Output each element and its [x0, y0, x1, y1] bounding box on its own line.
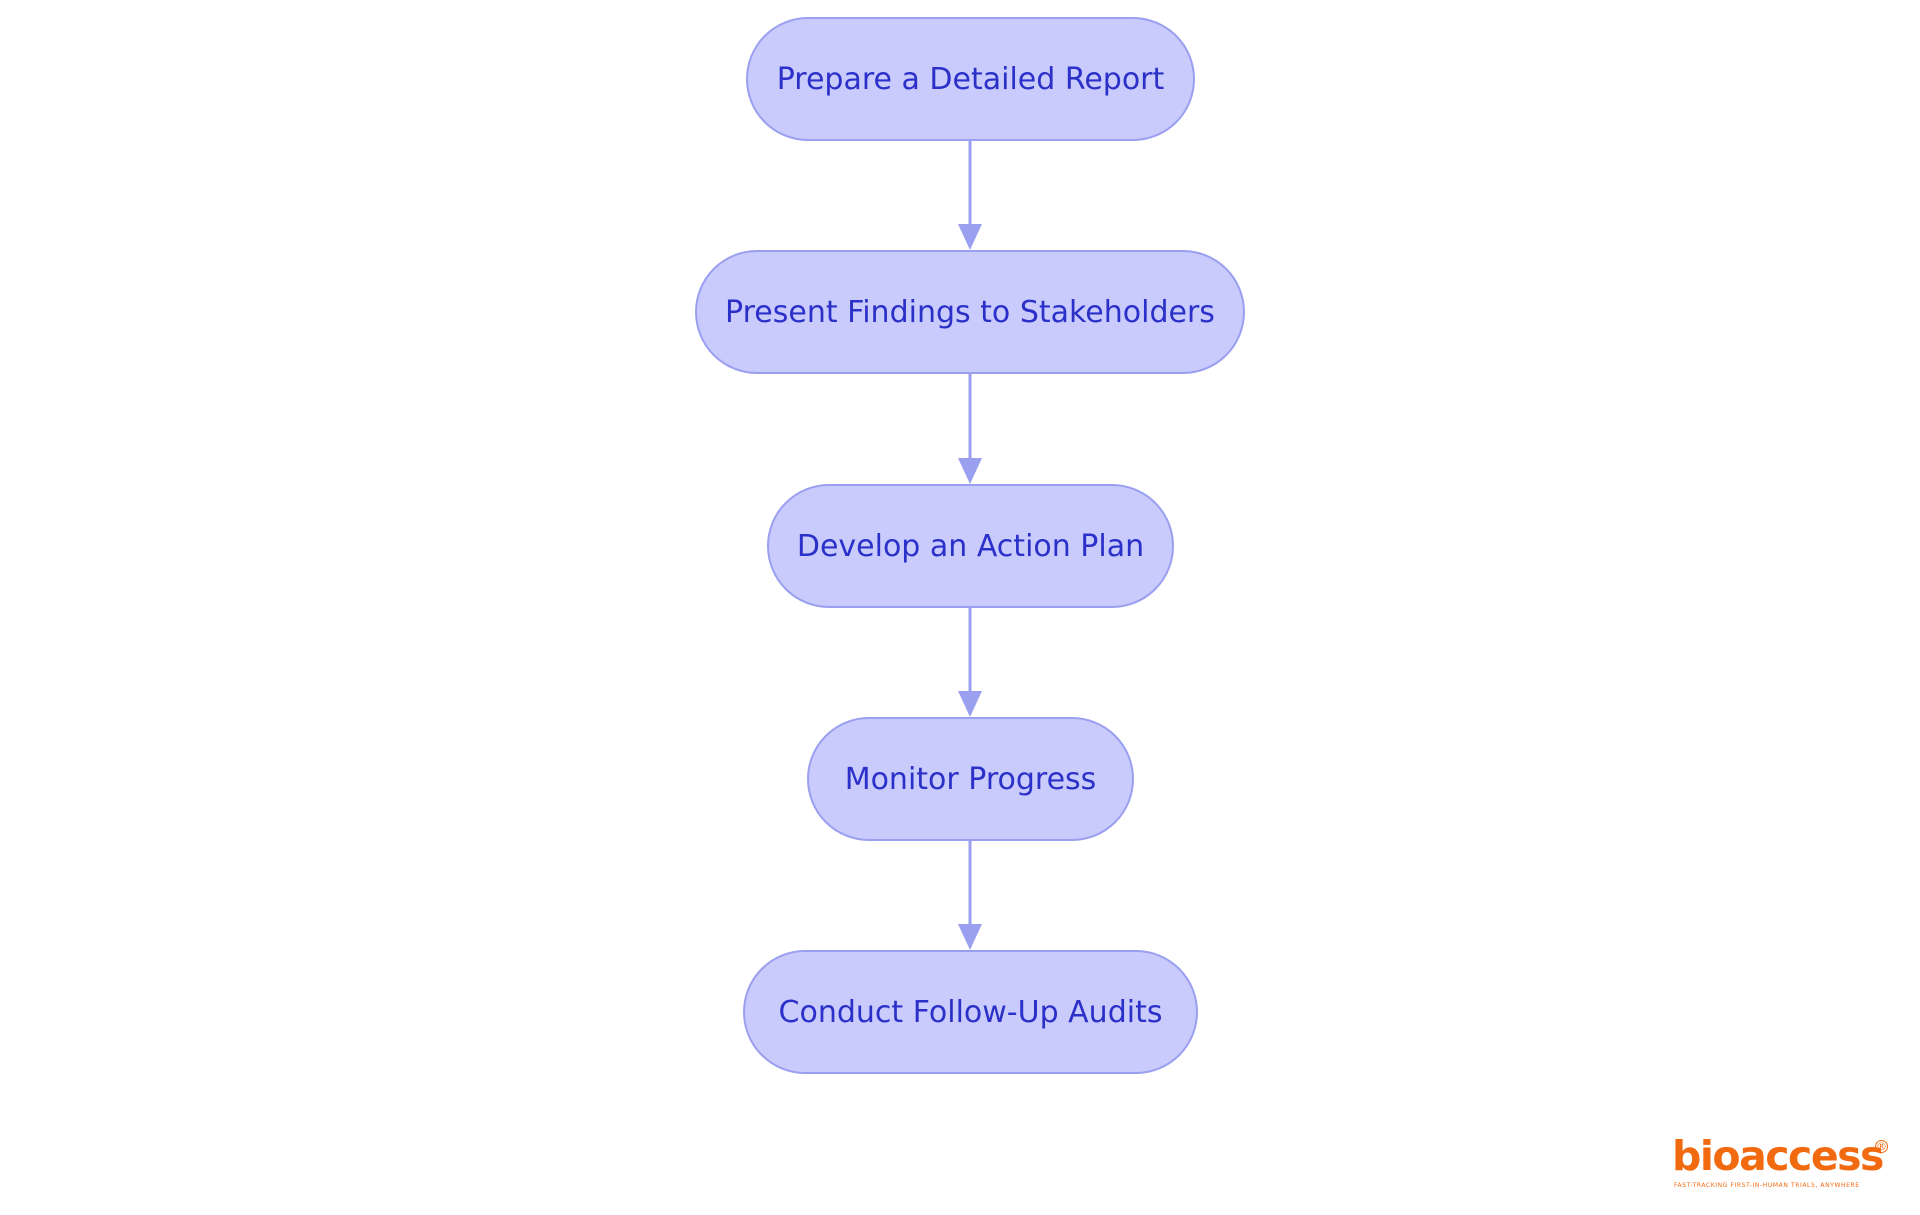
- node-label: Develop an Action Plan: [796, 528, 1145, 564]
- node-label: Present Findings to Stakeholders: [725, 294, 1215, 330]
- node-prepare-detailed-report[interactable]: Prepare a Detailed Report: [746, 17, 1195, 141]
- arrowhead-icon: [958, 458, 982, 484]
- node-label: Prepare a Detailed Report: [776, 61, 1165, 97]
- bioaccess-logo: bioaccess ® FAST-TRACKING FIRST-IN-HUMAN…: [1672, 1136, 1894, 1194]
- arrowhead-icon: [958, 924, 982, 950]
- registered-mark-icon: ®: [1875, 1140, 1888, 1153]
- node-label: Conduct Follow-Up Audits: [778, 994, 1163, 1030]
- node-label: Monitor Progress: [844, 761, 1097, 797]
- connector-n4-n5: [958, 841, 982, 950]
- arrowhead-icon: [958, 224, 982, 250]
- connector-n1-n2: [958, 141, 982, 250]
- connector-n3-n4: [958, 608, 982, 717]
- connector-n2-n3: [958, 374, 982, 484]
- logo-wordmark: bioaccess: [1672, 1132, 1884, 1180]
- node-develop-action-plan[interactable]: Develop an Action Plan: [767, 484, 1174, 608]
- arrowhead-icon: [958, 691, 982, 717]
- node-present-findings[interactable]: Present Findings to Stakeholders: [695, 250, 1245, 374]
- node-conduct-follow-up-audits[interactable]: Conduct Follow-Up Audits: [743, 950, 1198, 1074]
- node-monitor-progress[interactable]: Monitor Progress: [807, 717, 1134, 841]
- logo-tagline: FAST-TRACKING FIRST-IN-HUMAN TRIALS, ANY…: [1674, 1182, 1860, 1189]
